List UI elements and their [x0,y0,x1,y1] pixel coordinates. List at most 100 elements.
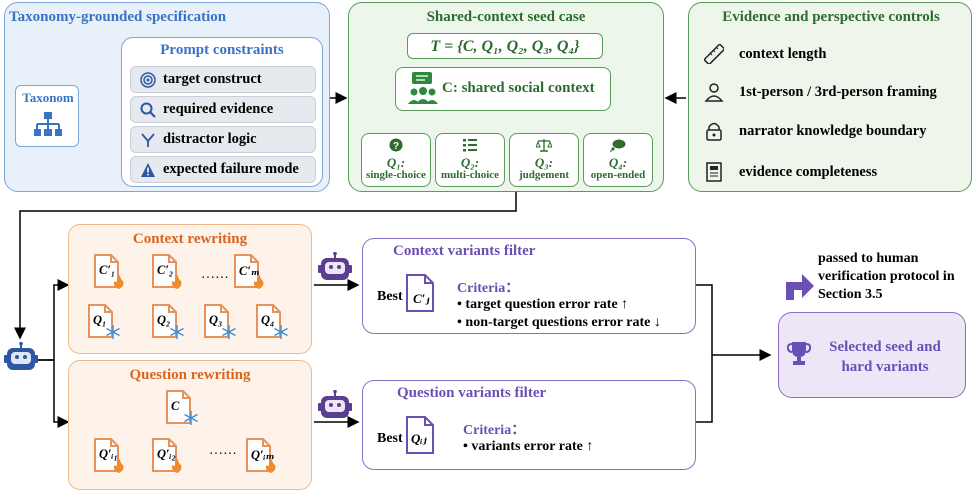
seed-title: Shared-context seed case [426,9,586,25]
document-label: Q₂ [157,313,171,327]
person-icon [703,81,725,103]
shared-context-label: C: shared social context [442,80,595,96]
question-doc: Q₁ [87,303,121,341]
question-icon: ? [389,138,403,152]
list-icon [463,139,477,152]
context-variant-doc: C′₁ [93,253,127,291]
question-rewriting-panel: Question rewriting ······ C Q′ᵢ₁ Q′ᵢ₂ Q′ᵢₘ [68,360,312,490]
context-filter-title: Context variants filter [393,243,536,259]
output-panel: Selected seed and hard variants [778,312,966,398]
document-label: Q′ᵢ₂ [157,447,177,461]
constraint-label: required evidence [163,101,274,117]
control-item: 1st-person / 3rd-person framing [703,81,937,103]
question-name: Q₂: [460,155,480,170]
question-filter-panel: Question variants filter Best Qᵢⱼ Criter… [362,380,696,470]
question-doc: Q₃ [203,303,237,341]
criteria-item: • variants error rate ↑ [463,439,594,454]
question-variant-doc: Q′ᵢₘ [245,437,279,475]
document-label: C [171,399,180,413]
document-label: Q₃ [209,313,223,327]
svg-text:?: ? [393,141,399,152]
output-label: Selected seed and hard variants [829,339,941,375]
question-type: open-ended [590,169,646,181]
question-card-q2: Q₂: multi-choice [435,133,505,187]
document-label: Q′ᵢ₁ [99,447,119,461]
document-label: C′ₘ [239,264,260,278]
criteria-title: Criteria： [457,281,520,296]
constraint-item: required evidence [130,96,316,123]
constraint-label: expected failure mode [163,161,299,177]
trophy-icon [787,342,811,365]
best-label: Best [377,289,403,304]
question-type: single-choice [366,169,426,181]
constraint-item: expected failure mode [130,156,316,183]
question-name: Q₄: [608,155,628,170]
seed-panel: Shared-context seed case T = {C, Q₁, Q₂,… [348,2,664,192]
document-label: C′₁ [99,263,116,277]
constraints-title: Prompt constraints [160,42,284,58]
branch-icon [139,131,157,149]
question-variant-doc: Q′ᵢ₂ [151,437,185,475]
constraint-item: distractor logic [130,126,316,153]
hierarchy-icon [34,112,62,136]
spec-panel: Taxonomy-grounded specification Taxonom … [4,2,330,192]
question-rewriting-title: Question rewriting [129,367,251,383]
question-type: multi-choice [440,169,500,181]
question-card-q3: Q₃: judgement [509,133,579,187]
constraint-label: target construct [163,71,262,87]
group-chat-icon [408,72,438,104]
context-rewriting-title: Context rewriting [132,231,248,247]
context-variant-doc: C′₂ [151,253,185,291]
constraints-box: Prompt constraints target construct requ… [121,37,323,187]
document-label: Q₁ [93,313,107,327]
document-icon [703,161,725,183]
output-note: passed to human verification protocol in… [818,251,955,302]
question-type: judgement [518,169,570,181]
question-card-q4: Q₄: open-ended [583,133,653,187]
constraint-item: target construct [130,66,316,93]
best-question-label: Qᵢⱼ [411,431,427,446]
criteria-item: • target question error rate ↑ [457,297,629,312]
best-document-icon [406,416,434,454]
scale-icon [535,139,553,152]
controls-title: Evidence and perspective controls [722,9,940,25]
control-item: context length [703,43,826,65]
seed-formula: T = {C, Q₁, Q₂, Q₃, Q₄} [407,33,603,59]
document-label: Q₄ [261,313,275,327]
shared-context-box: C: shared social context [395,67,611,111]
context-filter-panel: Context variants filter Best C′ⱼ Criteri… [362,238,696,334]
search-icon [139,101,157,119]
question-doc: Q₄ [255,303,289,341]
target-icon [139,71,157,89]
question-name: Q₃: [534,155,554,170]
control-label: narrator knowledge boundary [739,122,927,139]
controls-panel: Evidence and perspective controls contex… [688,2,972,192]
question-name: Q₁: [386,155,406,170]
question-filter-title: Question variants filter [397,385,547,401]
criteria-item: • non-target questions error rate ↓ [457,315,661,330]
context-doc: C [165,389,199,427]
best-label: Best [377,431,403,446]
llm-robot-icon [4,342,38,370]
filter-robot-icon [318,390,352,418]
question-card-q1: ? Q₁: single-choice [361,133,431,187]
control-item: narrator knowledge boundary [703,120,926,142]
ellipsis: ······ [201,271,229,286]
turn-right-arrow-icon [786,274,814,300]
lock-icon [703,120,725,142]
filter-robot-icon [318,252,352,280]
best-document-icon [406,274,434,312]
question-doc: Q₂ [151,303,185,341]
document-label: Q′ᵢₘ [251,448,275,462]
taxonomy-box: Taxonom [15,85,79,147]
context-variant-doc: C′ₘ [233,253,267,291]
criteria-title: Criteria： [463,423,526,438]
question-variant-doc: Q′ᵢ₁ [93,437,127,475]
control-label: 1st-person / 3rd-person framing [739,83,937,100]
ellipsis: ······ [209,447,237,462]
chat-bubble-icon [610,139,626,152]
document-label: C′₂ [157,263,174,277]
best-context-label: C′ⱼ [413,291,430,306]
